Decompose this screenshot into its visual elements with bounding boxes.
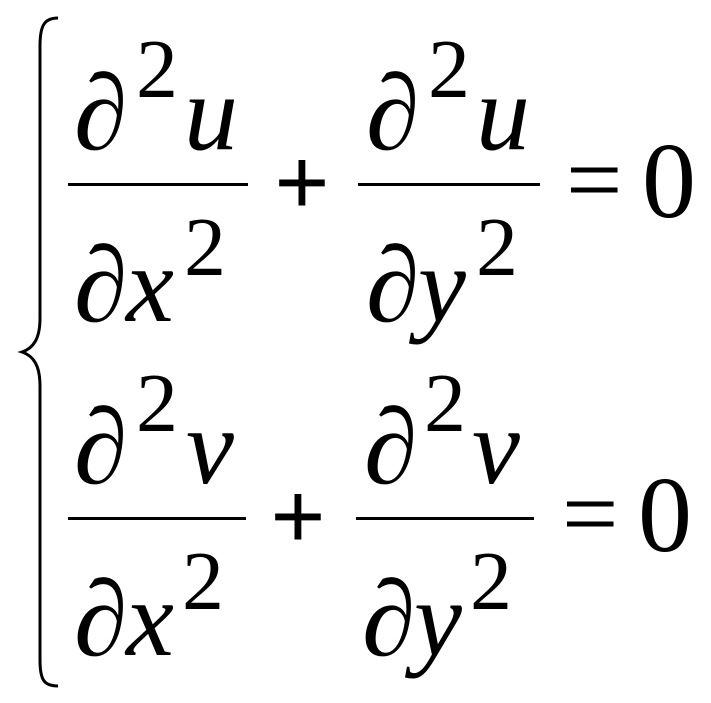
eq1-plus: + bbox=[274, 129, 330, 237]
eq1-term1-den-partial: ∂ bbox=[74, 226, 128, 345]
eq2-term1-den-power: 2 bbox=[182, 535, 224, 628]
eq2-term1-den-var: x bbox=[126, 560, 174, 679]
eq1-term2-num-var: u bbox=[476, 54, 530, 173]
eq2-rhs: 0 bbox=[638, 456, 692, 575]
eq2-term2-den-var: y bbox=[414, 560, 462, 679]
eq1-term2-num-power: 2 bbox=[428, 23, 470, 116]
eq2-term1-num-partial: ∂ bbox=[74, 388, 128, 507]
eq2-term2-num-partial: ∂ bbox=[364, 388, 418, 507]
eq1-term1-fraction-bar bbox=[68, 183, 248, 186]
eq2-term1-fraction-bar bbox=[68, 517, 246, 520]
eq1-rhs: 0 bbox=[642, 122, 696, 241]
eq1-term1-den-power: 2 bbox=[184, 201, 226, 294]
eq1-term2-num-partial: ∂ bbox=[366, 54, 420, 173]
eq2-term2-num-var: v bbox=[472, 388, 520, 507]
eq1-term2-fraction-bar bbox=[358, 183, 540, 186]
eq1-term1-num-var: u bbox=[184, 54, 238, 173]
eq2-term2-num-power: 2 bbox=[424, 357, 466, 450]
eq1-term2-den-var: y bbox=[418, 226, 466, 345]
eq2-equals: = bbox=[562, 458, 619, 569]
eq1-term1-num-partial: ∂ bbox=[74, 54, 128, 173]
eq1-term2-den-partial: ∂ bbox=[366, 226, 420, 345]
eq2-term1-num-power: 2 bbox=[136, 357, 178, 450]
eq2-plus: + bbox=[270, 463, 326, 571]
eq2-term2-den-partial: ∂ bbox=[362, 560, 416, 679]
eq1-equals: = bbox=[566, 124, 623, 235]
eq1-term2-den-power: 2 bbox=[476, 201, 518, 294]
eq1-term1-num-power: 2 bbox=[136, 23, 178, 116]
left-brace bbox=[17, 16, 59, 688]
eq1-term1-den-var: x bbox=[126, 226, 174, 345]
eq2-term2-den-power: 2 bbox=[470, 535, 512, 628]
eq2-term1-num-var: v bbox=[186, 388, 234, 507]
eq2-term1-den-partial: ∂ bbox=[74, 560, 128, 679]
eq2-term2-fraction-bar bbox=[356, 517, 534, 520]
